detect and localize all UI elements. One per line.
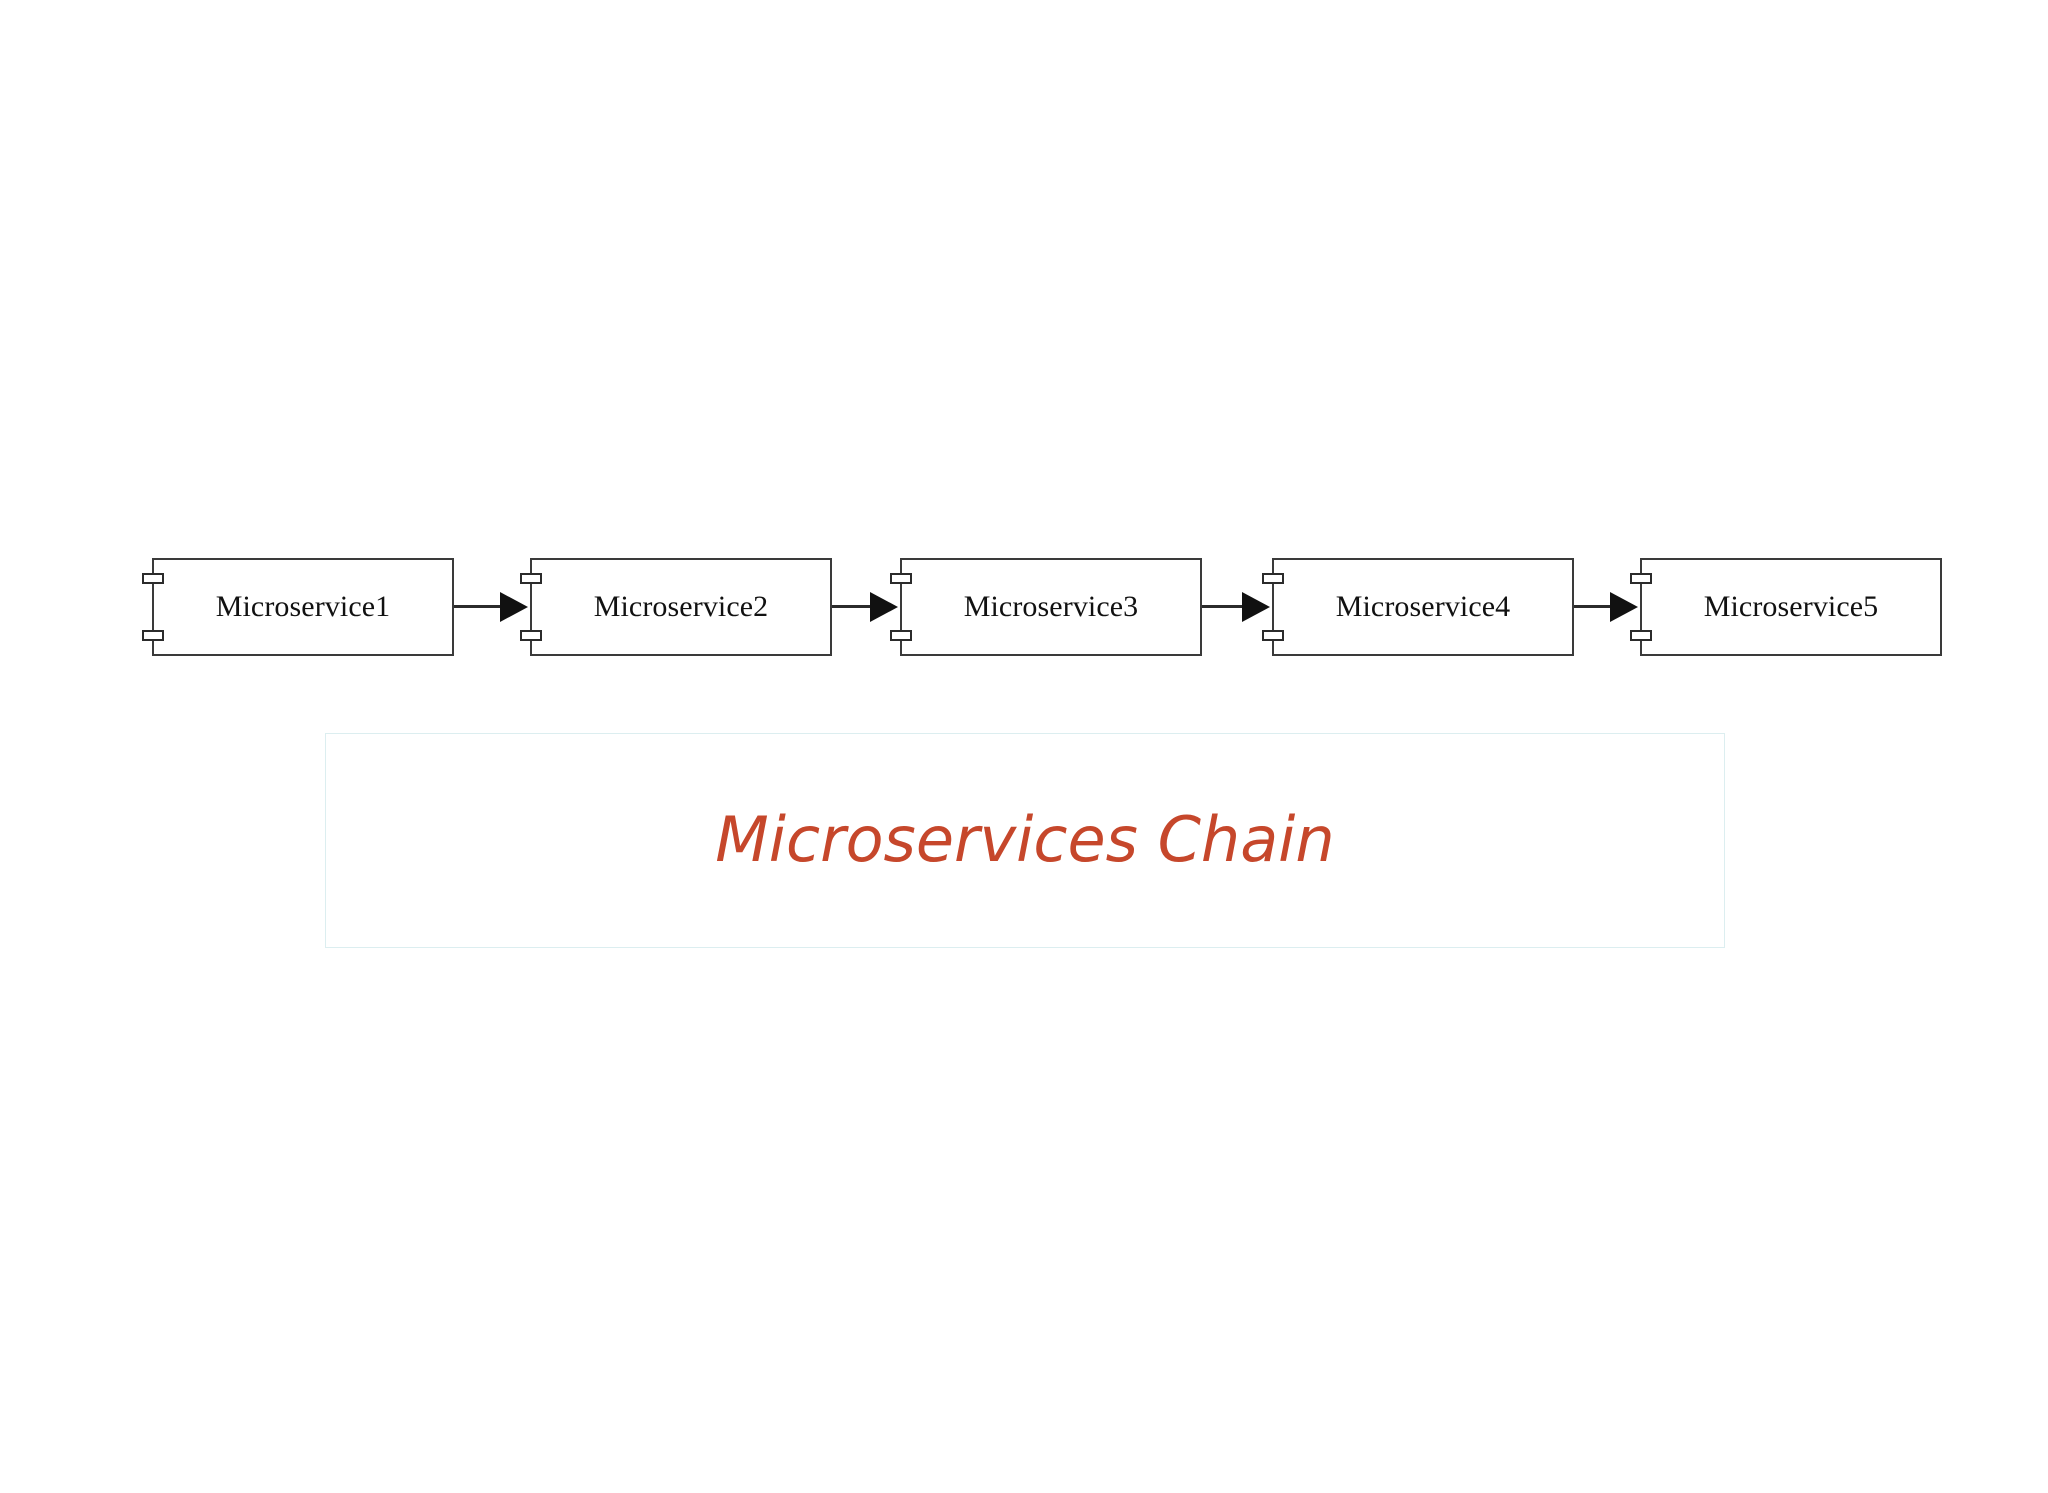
connector-1-to-2 [434, 605, 502, 608]
arrowhead-4-to-5 [1610, 592, 1638, 622]
component-microservice2[interactable]: Microservice2 [520, 558, 832, 656]
port-icon-bottom [890, 630, 912, 641]
arrowhead-3-to-4 [1242, 592, 1270, 622]
component-microservice1[interactable]: Microservice1 [142, 558, 454, 656]
caption-title: Microservices Chain [715, 803, 1335, 877]
port-icon-top [1262, 573, 1284, 584]
arrowhead-1-to-2 [500, 592, 528, 622]
connector-3-to-4 [1182, 605, 1244, 608]
port-icon-bottom [1630, 630, 1652, 641]
arrowhead-2-to-3 [870, 592, 898, 622]
connector-4-to-5 [1554, 605, 1612, 608]
caption-panel: Microservices Chain [325, 733, 1725, 948]
component-microservice3[interactable]: Microservice3 [890, 558, 1202, 656]
component-microservice5[interactable]: Microservice5 [1630, 558, 1942, 656]
port-icon-bottom [1262, 630, 1284, 641]
component-label: Microservice2 [593, 590, 769, 623]
component-microservice4[interactable]: Microservice4 [1262, 558, 1574, 656]
connector-2-to-3 [812, 605, 872, 608]
port-icon-top [142, 573, 164, 584]
port-icon-top [1630, 573, 1652, 584]
component-label: Microservice1 [215, 590, 391, 623]
component-label: Microservice4 [1335, 590, 1511, 623]
component-label: Microservice5 [1703, 590, 1879, 623]
port-icon-bottom [520, 630, 542, 641]
port-icon-top [890, 573, 912, 584]
port-icon-top [520, 573, 542, 584]
component-label: Microservice3 [963, 590, 1139, 623]
port-icon-bottom [142, 630, 164, 641]
